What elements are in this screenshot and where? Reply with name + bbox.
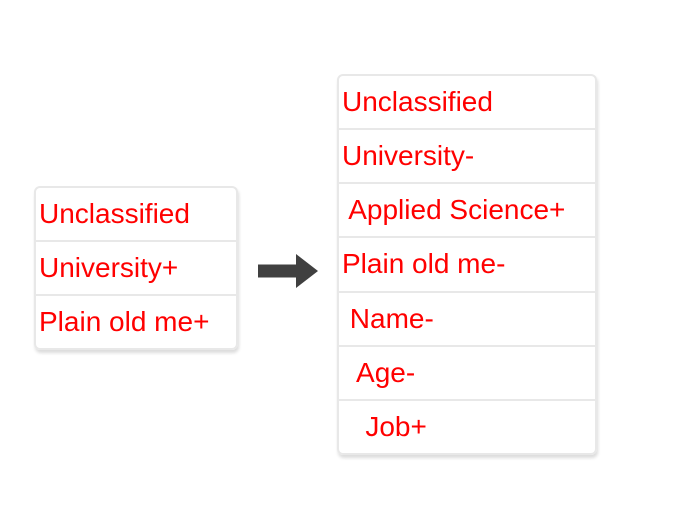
table-row: Applied Science+ (337, 182, 597, 239)
table-row: University+ (34, 240, 238, 296)
table-row: Unclassified (337, 74, 597, 131)
result-class-table: Unclassified University- Applied Science… (337, 74, 597, 455)
table-row: Age- (337, 344, 597, 401)
table-row: University- (337, 128, 597, 185)
table-row: Unclassified (34, 186, 238, 242)
table-row: Name- (337, 290, 597, 347)
right-arrow-icon (258, 254, 318, 288)
table-row: Plain old me+ (34, 294, 238, 350)
source-class-table: Unclassified University+ Plain old me+ (34, 186, 238, 350)
transform-arrow (258, 254, 318, 288)
table-row: Plain old me- (337, 236, 597, 293)
table-row: Job+ (337, 398, 597, 455)
